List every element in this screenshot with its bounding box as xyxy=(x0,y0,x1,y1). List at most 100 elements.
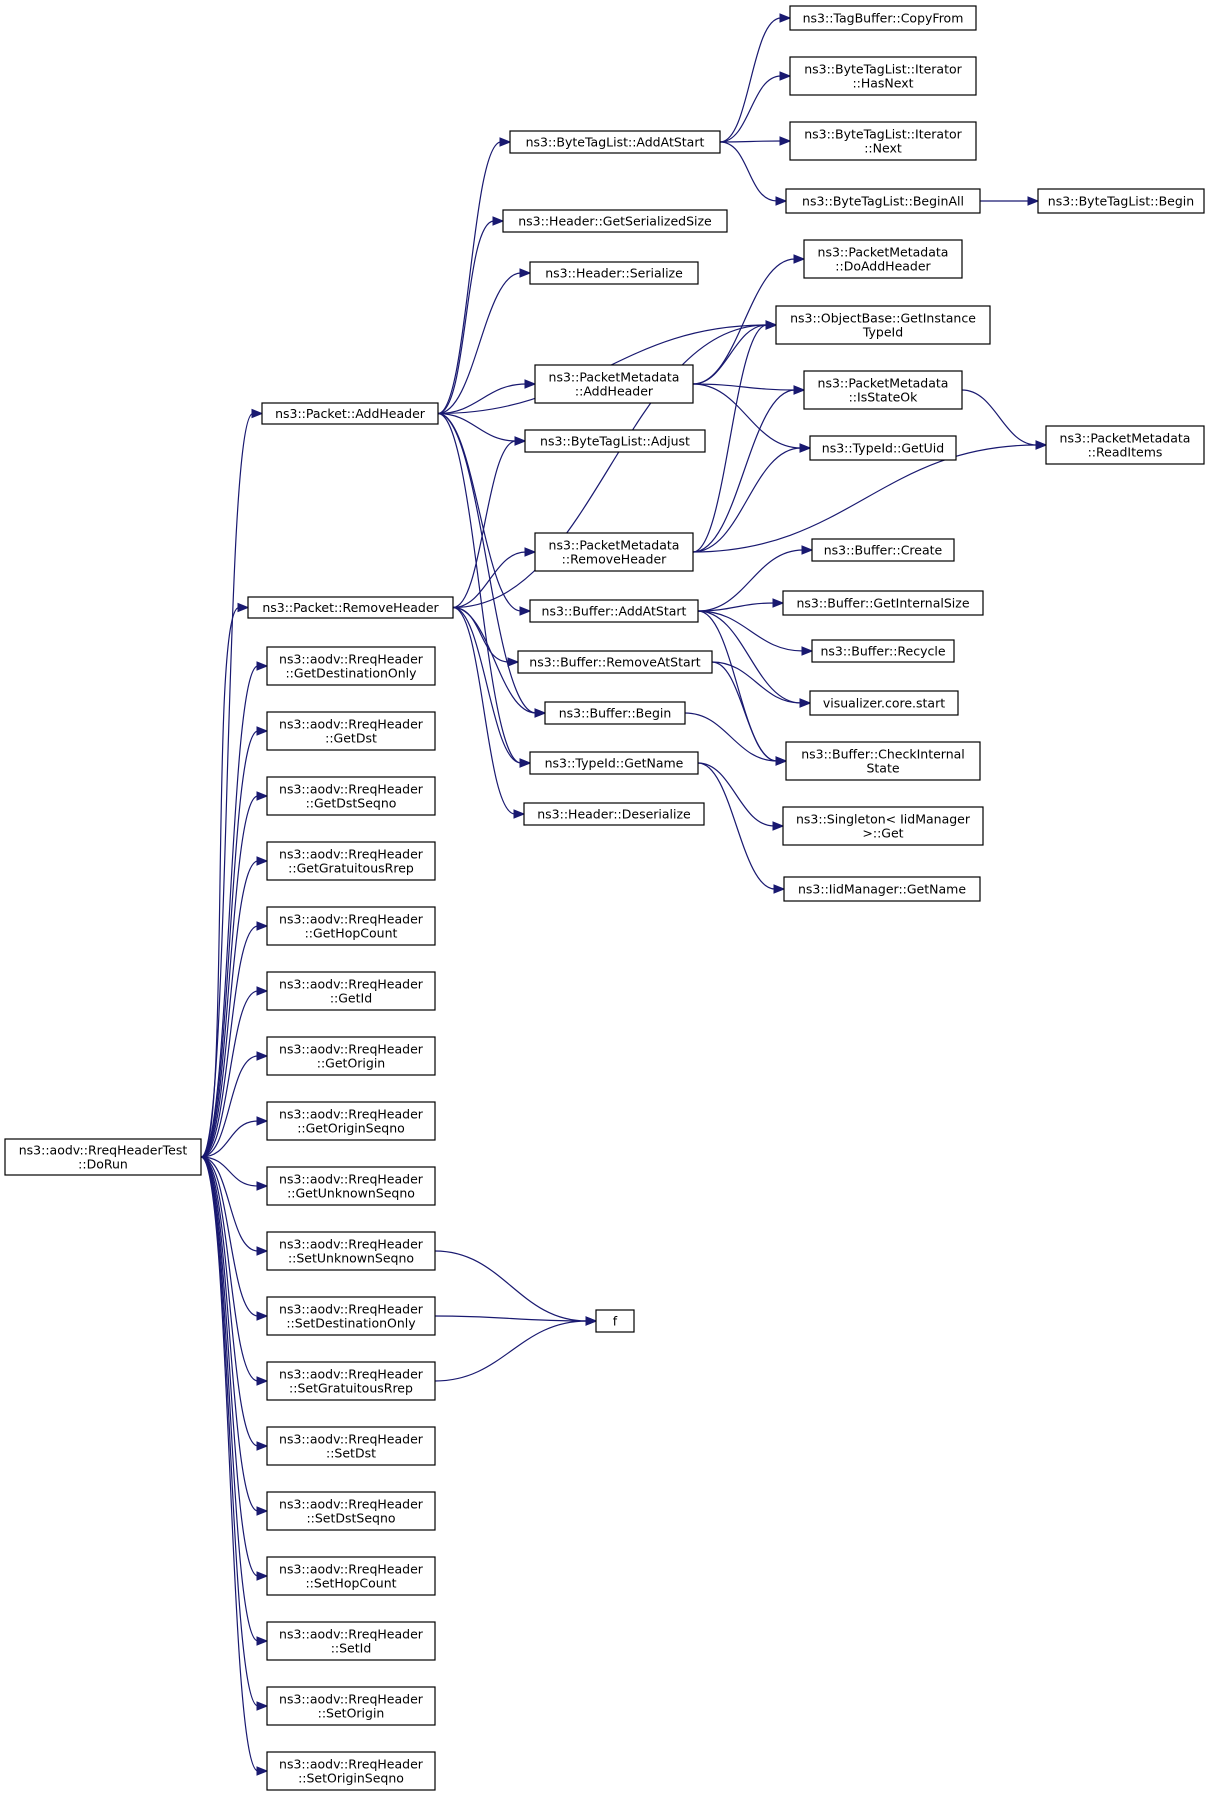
node-btlBeginAll[interactable]: ns3::ByteTagList::BeginAll xyxy=(785,188,981,214)
node-typeIdGetName[interactable]: ns3::TypeId::GetName xyxy=(529,751,699,775)
node-bufAddAtStart[interactable]: ns3::Buffer::AddAtStart xyxy=(529,599,699,623)
node-setUnknownSeqno[interactable]: ns3::aodv::RreqHeader::SetUnknownSeqno xyxy=(266,1231,436,1271)
edge-doRun-to-setDst xyxy=(200,1156,269,1451)
edge-doRun-to-setOriginSeqno xyxy=(200,1156,269,1776)
edge-pmRemoveHeader-to-pmIsStateOk xyxy=(692,385,806,553)
node-btlAddAtStart[interactable]: ns3::ByteTagList::AddAtStart xyxy=(509,130,721,154)
edge-doRun-to-getId xyxy=(200,986,269,1158)
node-bufRecycle[interactable]: ns3::Buffer::Recycle xyxy=(811,639,955,663)
node-btlBegin[interactable]: ns3::ByteTagList::Begin xyxy=(1037,188,1205,214)
node-label: ::SetGratuitousRrep xyxy=(289,1381,413,1396)
node-label: ::GetOrigin xyxy=(317,1056,385,1071)
node-box xyxy=(4,1138,202,1176)
node-label: ns3::Buffer::RemoveAtStart xyxy=(529,655,701,670)
node-setOrigin[interactable]: ns3::aodv::RreqHeader::SetOrigin xyxy=(266,1686,436,1726)
edge-typeIdGetName-to-iidGetName xyxy=(697,762,786,894)
node-pmDoAddHeader[interactable]: ns3::PacketMetadata::DoAddHeader xyxy=(803,239,963,279)
node-box xyxy=(785,188,981,214)
node-getDst[interactable]: ns3::aodv::RreqHeader::GetDst xyxy=(266,711,436,751)
node-bufCreate[interactable]: ns3::Buffer::Create xyxy=(811,538,955,562)
node-pmIsStateOk[interactable]: ns3::PacketMetadata::IsStateOk xyxy=(803,370,963,410)
node-label: ns3::ObjectBase::GetInstance xyxy=(790,311,976,326)
node-box xyxy=(785,741,981,781)
node-box xyxy=(266,1426,436,1466)
edge-btlAddAtStart-to-btlIterNext xyxy=(719,136,792,146)
edge-pktRemoveHeader-to-pmRemoveHeader xyxy=(452,547,537,609)
node-getId[interactable]: ns3::aodv::RreqHeader::GetId xyxy=(266,971,436,1011)
node-btlIterHasNext[interactable]: ns3::ByteTagList::Iterator::HasNext xyxy=(789,56,977,96)
node-setDestOnly[interactable]: ns3::aodv::RreqHeader::SetDestinationOnl… xyxy=(266,1296,436,1336)
node-box xyxy=(266,1556,436,1596)
node-box xyxy=(261,402,439,425)
node-typeIdGetUid[interactable]: ns3::TypeId::GetUid xyxy=(809,435,957,461)
node-label: ns3::Header::Deserialize xyxy=(537,807,691,822)
node-vizCoreStart[interactable]: visualizer.core.start xyxy=(809,690,959,716)
node-doRun[interactable]: ns3::aodv::RreqHeaderTest::DoRun xyxy=(4,1138,202,1176)
node-label: ns3::Buffer::AddAtStart xyxy=(542,604,687,619)
node-bufBegin[interactable]: ns3::Buffer::Begin xyxy=(544,701,686,725)
node-label: ::IsStateOk xyxy=(849,390,919,405)
node-box xyxy=(809,435,957,461)
node-getDstSeqno[interactable]: ns3::aodv::RreqHeader::GetDstSeqno xyxy=(266,776,436,816)
node-hdrGetSerSize[interactable]: ns3::Header::GetSerializedSize xyxy=(502,209,728,233)
edge-bufAddAtStart-to-bufCreate xyxy=(697,545,814,612)
node-f[interactable]: f xyxy=(595,1309,635,1333)
node-getGratRrep[interactable]: ns3::aodv::RreqHeader::GetGratuitousRrep xyxy=(266,841,436,881)
node-hdrSerialize[interactable]: ns3::Header::Serialize xyxy=(529,261,699,285)
node-setOriginSeqno[interactable]: ns3::aodv::RreqHeader::SetOriginSeqno xyxy=(266,1751,436,1791)
node-getHopCount[interactable]: ns3::aodv::RreqHeader::GetHopCount xyxy=(266,906,436,946)
node-label: f xyxy=(613,1314,618,1329)
node-box xyxy=(247,596,454,619)
node-setId[interactable]: ns3::aodv::RreqHeader::SetId xyxy=(266,1621,436,1661)
edge-doRun-to-setUnknownSeqno xyxy=(200,1156,269,1256)
node-box xyxy=(266,1166,436,1206)
edge-doRun-to-getOrigin xyxy=(200,1051,269,1158)
node-label: ns3::PacketMetadata xyxy=(818,245,949,260)
node-pktRemoveHeader[interactable]: ns3::Packet::RemoveHeader xyxy=(247,596,454,619)
node-box xyxy=(782,590,984,616)
node-tagBufCopyFrom[interactable]: ns3::TagBuffer::CopyFrom xyxy=(789,5,977,31)
node-hdrDeserialize[interactable]: ns3::Header::Deserialize xyxy=(523,802,705,826)
node-bufGetInternalSize[interactable]: ns3::Buffer::GetInternalSize xyxy=(782,590,984,616)
node-setDst[interactable]: ns3::aodv::RreqHeader::SetDst xyxy=(266,1426,436,1466)
node-getOrigin[interactable]: ns3::aodv::RreqHeader::GetOrigin xyxy=(266,1036,436,1076)
node-pmRemoveHeader[interactable]: ns3::PacketMetadata::RemoveHeader xyxy=(534,532,694,572)
node-box xyxy=(789,56,977,96)
node-setDstSeqno[interactable]: ns3::aodv::RreqHeader::SetDstSeqno xyxy=(266,1491,436,1531)
node-btlAdjust[interactable]: ns3::ByteTagList::Adjust xyxy=(524,429,706,453)
node-pmReadItems[interactable]: ns3::PacketMetadata::ReadItems xyxy=(1045,425,1205,465)
node-box xyxy=(544,701,686,725)
node-btlIterNext[interactable]: ns3::ByteTagList::Iterator::Next xyxy=(789,121,977,161)
node-box xyxy=(534,364,694,404)
node-bufRemoveAtStart[interactable]: ns3::Buffer::RemoveAtStart xyxy=(517,650,713,674)
node-label: ::GetDstSeqno xyxy=(306,796,397,811)
node-pktAddHeader[interactable]: ns3::Packet::AddHeader xyxy=(261,402,439,425)
node-box xyxy=(529,751,699,775)
node-getUnknownSeqno[interactable]: ns3::aodv::RreqHeader::GetUnknownSeqno xyxy=(266,1166,436,1206)
node-label: ::DoRun xyxy=(78,1157,128,1172)
node-setGratRrep[interactable]: ns3::aodv::RreqHeader::SetGratuitousRrep xyxy=(266,1361,436,1401)
node-box xyxy=(266,1361,436,1401)
edge-doRun-to-getHopCount xyxy=(200,921,269,1158)
edge-btlAddAtStart-to-btlBeginAll xyxy=(719,141,788,206)
node-getOriginSeqno[interactable]: ns3::aodv::RreqHeader::GetOriginSeqno xyxy=(266,1101,436,1141)
node-label: ::GetUnknownSeqno xyxy=(287,1186,415,1201)
node-getDestOnly[interactable]: ns3::aodv::RreqHeader::GetDestinationOnl… xyxy=(266,646,436,686)
node-box xyxy=(266,1101,436,1141)
node-box xyxy=(775,305,991,345)
node-label: ns3::aodv::RreqHeader xyxy=(279,977,424,992)
node-label: ::SetOrigin xyxy=(318,1706,385,1721)
node-label: ns3::Buffer::GetInternalSize xyxy=(796,596,969,611)
node-box xyxy=(1037,188,1205,214)
node-setHopCount[interactable]: ns3::aodv::RreqHeader::SetHopCount xyxy=(266,1556,436,1596)
edge-doRun-to-getGratRrep xyxy=(200,856,269,1158)
node-label: ns3::IidManager::GetName xyxy=(798,882,966,897)
node-iidGetName[interactable]: ns3::IidManager::GetName xyxy=(783,876,981,902)
node-singletonGet[interactable]: ns3::Singleton< IidManager>::Get xyxy=(782,806,984,846)
node-label: ns3::aodv::RreqHeader xyxy=(279,1367,424,1382)
node-pmAddHeader[interactable]: ns3::PacketMetadata::AddHeader xyxy=(534,364,694,404)
node-label: visualizer.core.start xyxy=(823,696,945,711)
node-box xyxy=(783,876,981,902)
